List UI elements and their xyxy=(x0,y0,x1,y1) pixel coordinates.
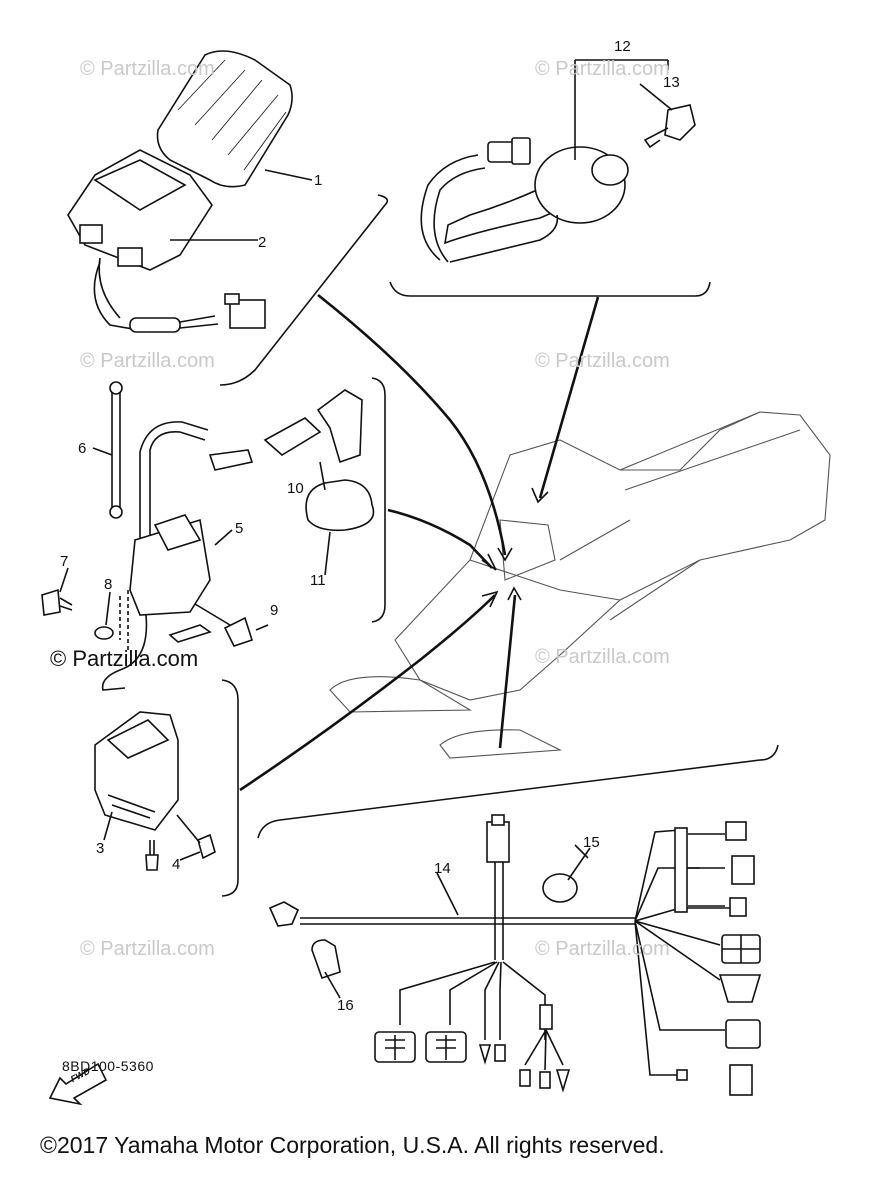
watermark: © Partzilla.com xyxy=(535,58,670,80)
watermark: © Partzilla.com xyxy=(535,938,670,960)
cdi-unit-group xyxy=(94,711,216,871)
watermark: © Partzilla.com xyxy=(535,350,670,372)
callout-10: 10 xyxy=(287,480,304,497)
callout-14: 14 xyxy=(434,860,451,877)
callout-13: 13 xyxy=(663,74,680,91)
part-code: 8BD100-5360 xyxy=(62,1058,154,1074)
callout-8: 8 xyxy=(104,576,113,593)
copyright-notice: ©2017 Yamaha Motor Corporation, U.S.A. A… xyxy=(40,1132,665,1158)
watermark: © Partzilla.com xyxy=(80,350,215,372)
callout-2: 2 xyxy=(258,234,267,251)
callout-15: 15 xyxy=(583,834,600,851)
callout-4: 4 xyxy=(172,856,181,873)
leader-lines xyxy=(59,83,673,999)
callout-5: 5 xyxy=(235,520,244,537)
handlebar-switch-group xyxy=(67,50,313,333)
callout-3: 3 xyxy=(96,840,105,857)
callout-16: 16 xyxy=(337,997,354,1014)
callout-12: 12 xyxy=(614,38,631,55)
watermark: © Partzilla.com xyxy=(50,646,199,671)
watermark: © Partzilla.com xyxy=(80,938,215,960)
wire-harness-group xyxy=(257,586,779,1096)
callout-1: 1 xyxy=(314,172,323,189)
main-switch-group xyxy=(420,59,696,263)
ignition-coil-group xyxy=(41,381,375,691)
watermark: © Partzilla.com xyxy=(535,646,670,668)
callout-6: 6 xyxy=(78,440,87,457)
callout-11: 11 xyxy=(310,572,326,589)
callout-7: 7 xyxy=(60,553,69,570)
snowmobile-outline xyxy=(329,411,831,759)
fwd-arrow-icon xyxy=(48,1062,108,1106)
watermark: © Partzilla.com xyxy=(80,58,215,80)
callout-9: 9 xyxy=(270,602,279,619)
